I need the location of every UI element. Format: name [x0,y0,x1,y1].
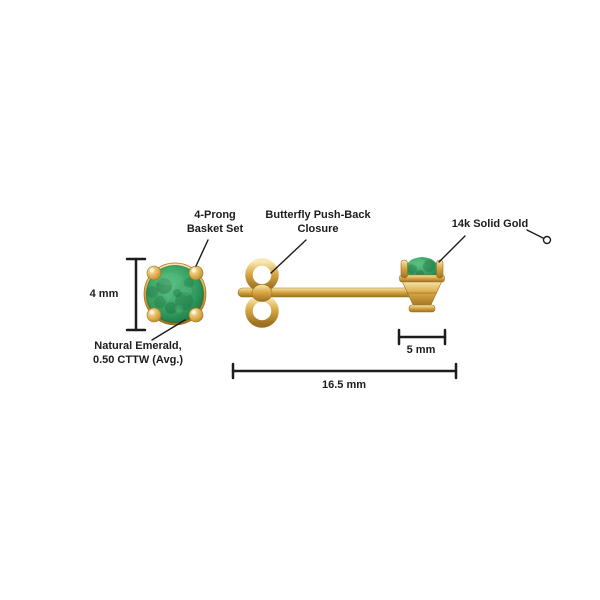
gold-label: 14k Solid Gold [451,218,529,230]
total-length-value: 16.5 mm [321,379,367,391]
emerald-texture-dark [146,278,194,314]
butterfly-lower-loop [245,294,279,328]
front-view-earring [143,262,207,326]
side-prong-right [436,259,444,279]
prong-highlight [191,310,197,315]
side-prong-left [400,259,408,279]
prong-highlight [149,310,155,315]
emerald-stone-side [403,257,441,279]
basket-base [408,304,436,313]
prong-top-left [146,265,162,281]
basket-body [401,280,443,308]
leader-emerald-label [151,319,186,341]
leader-gold-dot [542,235,552,245]
basket-rim-side [399,274,445,283]
butterfly-hub [251,284,273,302]
prong-top-right [188,265,204,281]
leader-prong-label [195,239,209,267]
stone-basket-side [399,257,445,313]
prong-highlight [191,268,197,273]
butterfly-back [245,258,279,328]
leader-closure-label [270,239,307,274]
butterfly-upper-loop [245,258,279,292]
prong-balls [146,265,204,323]
prong-highlight [149,268,155,273]
stone-width-value: 5 mm [406,344,436,356]
stone-height-value: 4 mm [89,288,119,300]
emerald-stone-front [146,265,204,323]
prong-bottom-left [146,307,162,323]
emerald-side-texture-light [409,258,425,266]
closure-label: Butterfly Push-Back Closure [265,209,371,236]
leader-gold-dot-line [526,229,544,239]
dimension-lines [125,257,458,380]
leader-lines [151,229,552,341]
side-view-earring [237,257,445,328]
emerald-label: Natural Emerald, 0.50 CTTW (Avg.) [92,340,184,367]
prong-bottom-right [188,307,204,323]
leader-gold-label [438,235,466,263]
prong-label: 4-Prong Basket Set [186,209,244,236]
emerald-texture-light [155,273,192,313]
